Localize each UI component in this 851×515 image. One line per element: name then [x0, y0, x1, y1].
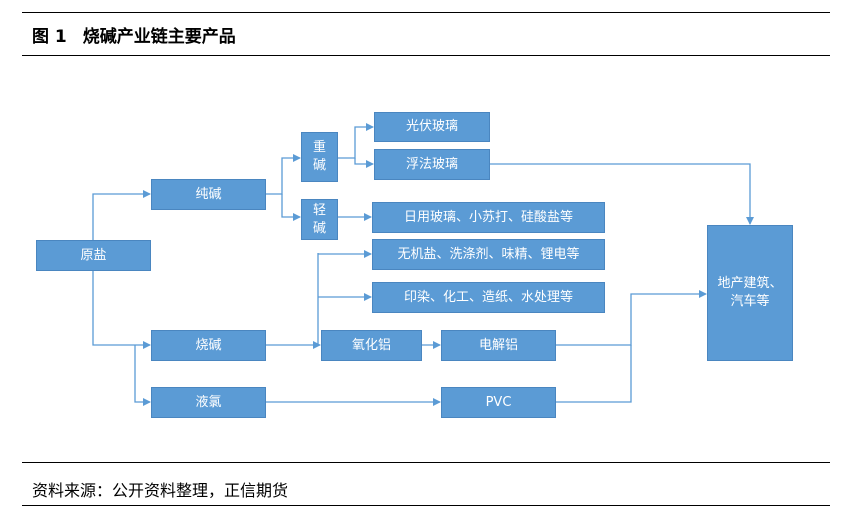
bottom-rule	[22, 505, 830, 506]
edge-yuanyan-shaojian	[92, 270, 151, 349]
figure-number: 图 1	[32, 27, 67, 47]
edge-zhongjian-fufa	[354, 158, 374, 168]
node-fufa: 浮法玻璃	[374, 149, 490, 180]
node-yuanyan: 原盐	[36, 240, 151, 271]
edge-fufa-dichan	[490, 163, 754, 225]
figure-title: 图 1 烧碱产业链主要产品	[32, 22, 236, 47]
edge-dianjielv-dichan	[556, 290, 707, 346]
node-riyong: 日用玻璃、小苏打、硅酸盐等	[372, 202, 605, 233]
edge-chunjian-qingjian	[281, 194, 301, 221]
node-zhongjian: 重碱	[301, 132, 338, 182]
node-shaojian: 烧碱	[151, 330, 266, 361]
top-rule	[22, 12, 830, 13]
node-pvc: PVC	[441, 387, 556, 418]
edge-chunjian-zhongjian	[266, 154, 301, 195]
node-yanghualv: 氧化铝	[321, 330, 422, 361]
source-top-rule	[22, 462, 830, 463]
title-rule	[22, 55, 830, 56]
edge-yuanyan-chunjian	[92, 190, 151, 240]
edge-zhongjian-guangfu	[338, 123, 374, 159]
node-wuji: 无机盐、洗涤剂、味精、锂电等	[372, 239, 605, 270]
node-dichan: 地产建筑、汽车等	[707, 225, 793, 361]
node-qingjian: 轻碱	[301, 199, 338, 240]
source-note: 资料来源：公开资料整理，正信期货	[32, 481, 289, 500]
figure-caption: 烧碱产业链主要产品	[82, 27, 236, 47]
edge-pvc-dichan	[556, 345, 632, 403]
node-yelv: 液氯	[151, 387, 266, 418]
edge-yuanyan-yelv	[134, 345, 151, 406]
node-guangfu: 光伏玻璃	[374, 112, 490, 142]
node-chunjian: 纯碱	[151, 179, 266, 210]
node-dianjielv: 电解铝	[441, 330, 556, 361]
node-yinran: 印染、化工、造纸、水处理等	[372, 282, 605, 313]
